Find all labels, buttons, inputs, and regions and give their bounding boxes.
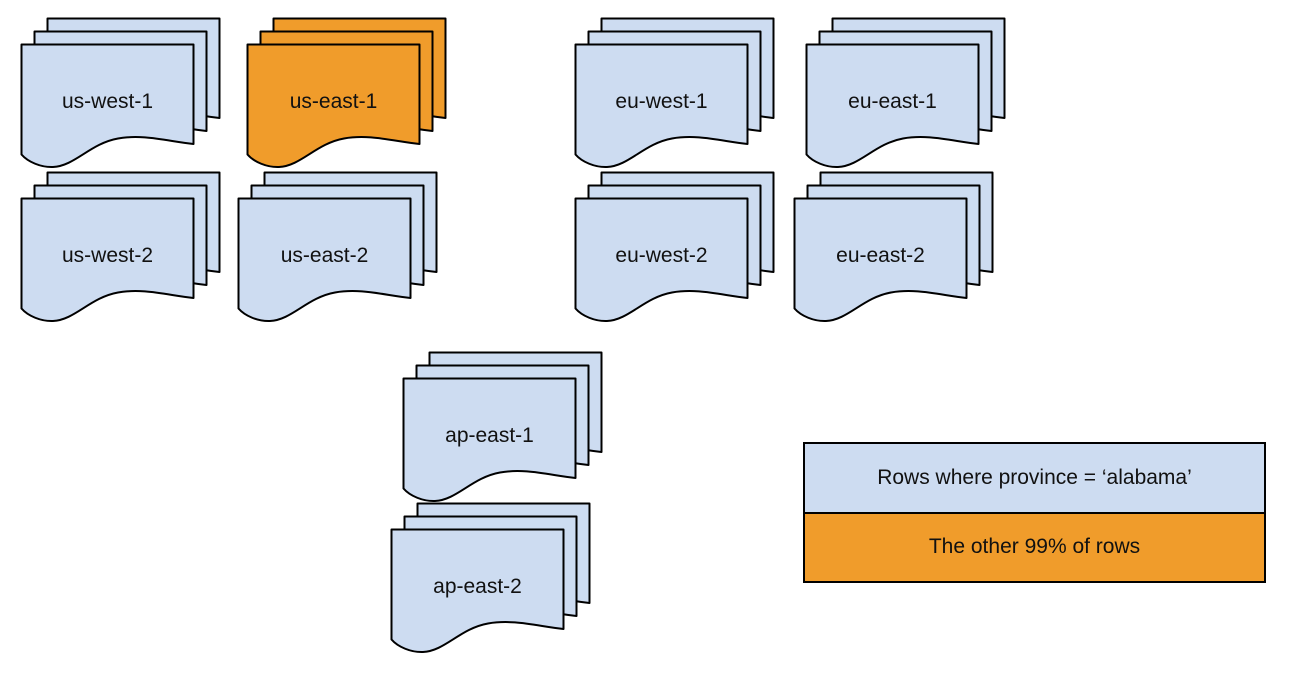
- region-stack-us-east-1: us-east-1: [246, 17, 450, 173]
- legend-item-other-rows: The other 99% of rows: [805, 511, 1264, 581]
- region-stack-us-west-2: us-west-2: [20, 171, 224, 327]
- document-stack-icon: [402, 351, 603, 503]
- document-stack-icon: [793, 171, 994, 323]
- document-stack-icon: [20, 17, 221, 169]
- legend: Rows where province = ‘alabama’ The othe…: [803, 442, 1266, 583]
- document-stack-icon: [574, 171, 775, 323]
- document-stack-icon: [237, 171, 438, 323]
- legend-item-alabama-rows: Rows where province = ‘alabama’: [805, 444, 1264, 512]
- region-stack-eu-west-1: eu-west-1: [574, 17, 778, 173]
- document-stack-icon: [574, 17, 775, 169]
- region-stack-us-east-2: us-east-2: [237, 171, 441, 327]
- region-stack-ap-east-2: ap-east-2: [390, 502, 594, 658]
- document-stack-icon: [20, 171, 221, 323]
- document-stack-icon: [805, 17, 1006, 169]
- region-stack-ap-east-1: ap-east-1: [402, 351, 606, 507]
- region-stack-eu-east-2: eu-east-2: [793, 171, 997, 327]
- region-stack-eu-east-1: eu-east-1: [805, 17, 1009, 173]
- legend-item-label: Rows where province = ‘alabama’: [877, 465, 1192, 489]
- document-stack-icon: [390, 502, 591, 654]
- document-stack-icon: [246, 17, 447, 169]
- region-stack-us-west-1: us-west-1: [20, 17, 224, 173]
- region-stack-eu-west-2: eu-west-2: [574, 171, 778, 327]
- legend-item-label: The other 99% of rows: [928, 535, 1141, 559]
